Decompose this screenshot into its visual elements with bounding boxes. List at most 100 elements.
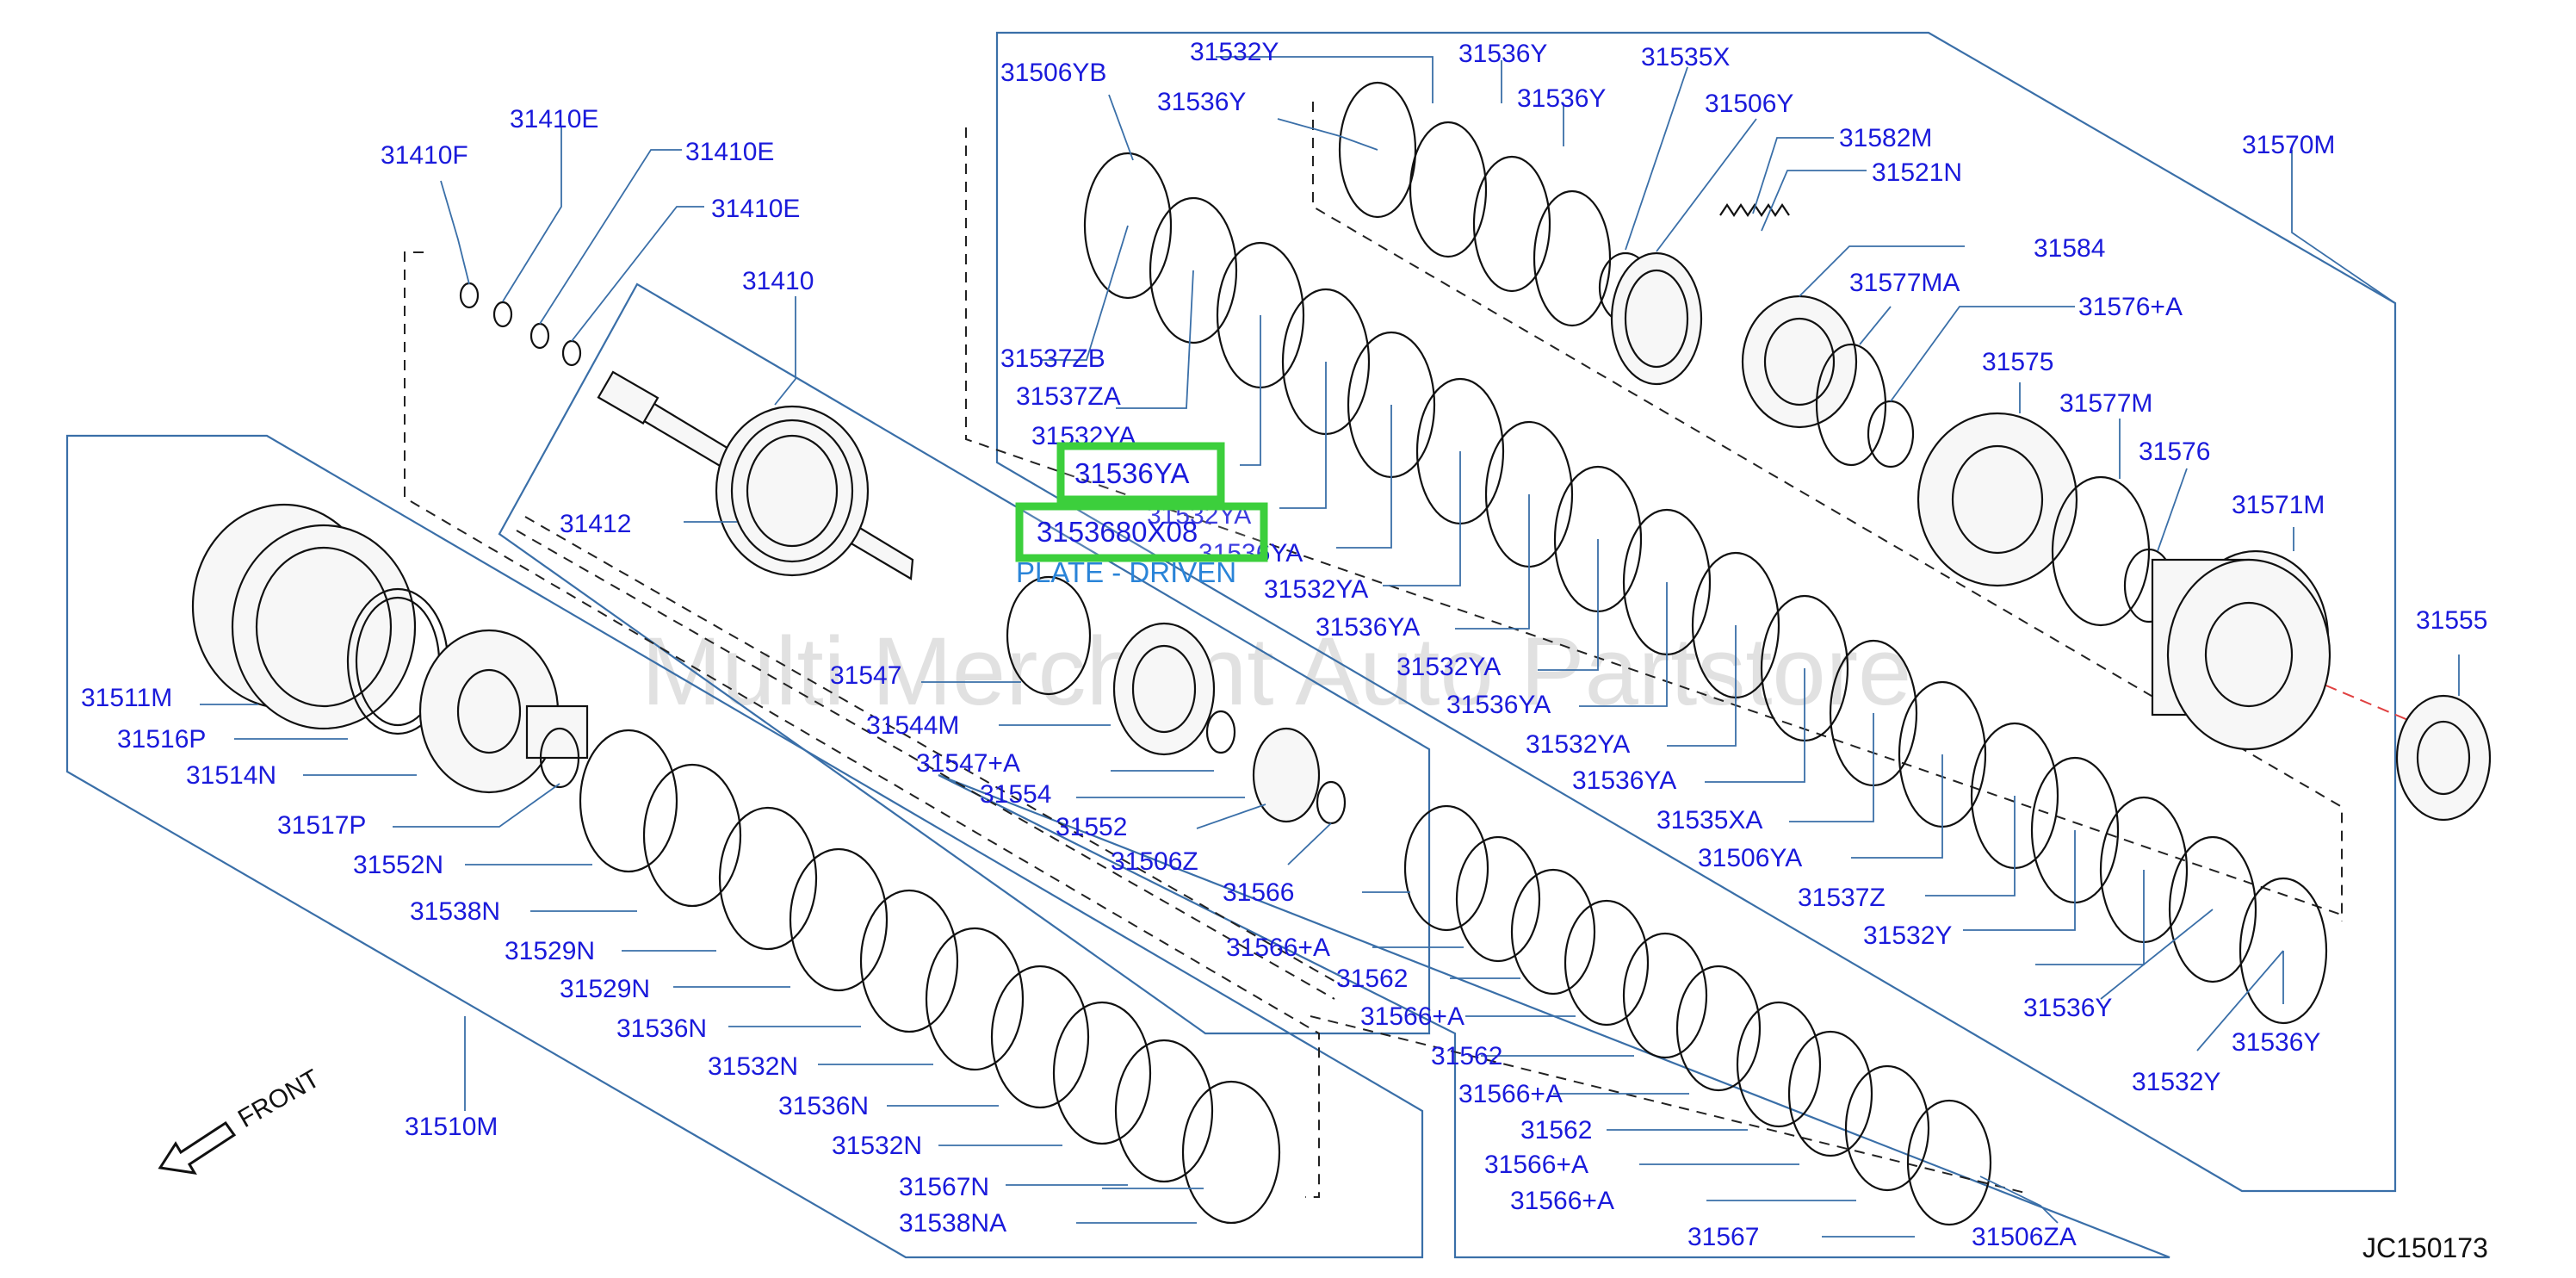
part-label-31506y[interactable]: 31506Y: [1705, 90, 1793, 118]
part-label-31537zb[interactable]: 31537ZB: [1000, 344, 1105, 373]
part-label-31571m[interactable]: 31571M: [2232, 491, 2325, 519]
highlighted-part-label[interactable]: 31536YA: [1074, 457, 1189, 489]
part-label-31566a[interactable]: 31566+A: [1360, 1002, 1464, 1031]
assembly-line-31536y: [1312, 102, 2343, 921]
clutch-pack-31536y-upper: [1338, 81, 1653, 327]
part-label-31516p[interactable]: 31516P: [117, 725, 206, 754]
part-label-31536y[interactable]: 31536Y: [1458, 40, 1547, 68]
part-label-31566[interactable]: 31566: [1223, 878, 1294, 907]
part-label-31554[interactable]: 31554: [980, 780, 1051, 809]
part-label-31410f[interactable]: 31410F: [381, 141, 468, 170]
assembly-line-31410: [404, 251, 1320, 1198]
part-label-31511m[interactable]: 31511M: [81, 684, 172, 712]
part-label-31532y[interactable]: 31532Y: [1863, 921, 1952, 950]
part-label-31577m[interactable]: 31577M: [2059, 389, 2152, 418]
highlight-box-part-number[interactable]: [1015, 502, 1268, 562]
assembly-line-31566: [1310, 1015, 2029, 1194]
part-label-31566a[interactable]: 31566+A: [1458, 1080, 1563, 1108]
part-label-31536y[interactable]: 31536Y: [2232, 1028, 2320, 1057]
part-labels: 31410F 31410E 31410E 31410E 31410 31412 …: [81, 38, 2487, 1251]
part-label-31412[interactable]: 31412: [560, 510, 631, 538]
part-label-31529n[interactable]: 31529N: [505, 937, 595, 965]
part-label-31547a[interactable]: 31547+A: [916, 749, 1020, 778]
part-label-31582m[interactable]: 31582M: [1839, 124, 1932, 152]
watermark: Multi Merchant Auto Partstore: [641, 617, 1911, 725]
part-label-31535x[interactable]: 31535X: [1641, 43, 1730, 71]
part-label-31544m[interactable]: 31544M: [866, 711, 959, 740]
part-label-31410e[interactable]: 31410E: [685, 138, 774, 166]
part-label-31576[interactable]: 31576: [2139, 437, 2210, 466]
clutch-drum-31571m: [2151, 549, 2331, 751]
part-label-31536y[interactable]: 31536Y: [1157, 88, 1246, 116]
front-label: FRONT: [233, 1064, 325, 1133]
part-label-31532ya[interactable]: 31532YA: [1264, 575, 1368, 604]
part-label-31532ya[interactable]: 31532YA: [1526, 730, 1630, 759]
part-label-31532n[interactable]: 31532N: [708, 1052, 798, 1081]
part-label-31536n[interactable]: 31536N: [778, 1092, 869, 1120]
part-label-31562[interactable]: 31562: [1431, 1042, 1502, 1070]
part-label-31532n[interactable]: 31532N: [832, 1132, 922, 1160]
part-label-31506ya[interactable]: 31506YA: [1698, 844, 1802, 872]
part-label-31562[interactable]: 31562: [1520, 1116, 1592, 1145]
o-ring-parts: [459, 282, 582, 367]
part-description: PLATE - DRIVEN: [1016, 556, 1236, 588]
piston-31582m-spring-31521n: [1610, 203, 1790, 386]
assembly-line-31570m: [965, 127, 2344, 916]
part-label-31506yb[interactable]: 31506YB: [1000, 59, 1106, 87]
part-label-31517p[interactable]: 31517P: [277, 811, 366, 840]
part-label-31532y[interactable]: 31532Y: [1190, 38, 1279, 66]
part-label-31536ya[interactable]: 31536YA: [1446, 691, 1551, 719]
part-label-31575[interactable]: 31575: [1982, 348, 2053, 376]
part-label-31506za[interactable]: 31506ZA: [1972, 1223, 2077, 1251]
part-label-31529n[interactable]: 31529N: [560, 975, 650, 1003]
part-label-31570m[interactable]: 31570M: [2242, 131, 2335, 159]
highlight-box-part-label[interactable]: [1056, 442, 1225, 504]
part-label-31552n[interactable]: 31552N: [353, 851, 443, 879]
part-label-31577ma[interactable]: 31577MA: [1849, 269, 1960, 297]
part-label-31547[interactable]: 31547: [830, 661, 901, 690]
group-outline-31510m: [65, 434, 1424, 1259]
part-label-31576a[interactable]: 31576+A: [2078, 293, 2183, 321]
part-label-31536ya[interactable]: 31536YA: [1316, 613, 1420, 642]
part-label-31536ya[interactable]: 31536YA: [1572, 766, 1676, 795]
group-outline-31410: [498, 282, 1431, 1035]
part-label-31538n[interactable]: 31538N: [410, 897, 500, 926]
part-label-31567[interactable]: 31567: [1687, 1223, 1759, 1251]
part-label-31410e[interactable]: 31410E: [510, 105, 598, 133]
part-label-31410[interactable]: 31410: [742, 267, 814, 295]
clutch-hub-parts-31575: [1741, 295, 2175, 627]
part-label-31521n[interactable]: 31521N: [1872, 158, 1962, 187]
part-label-31536n[interactable]: 31536N: [616, 1014, 707, 1043]
part-label-31536y[interactable]: 31536Y: [2023, 994, 2112, 1022]
selected-part-highlight[interactable]: 31536YA 3153680X08 PLATE - DRIVEN: [1015, 442, 1268, 588]
part-label-31538na[interactable]: 31538NA: [899, 1209, 1006, 1238]
assembly-line-shaft-a: [524, 516, 1344, 987]
part-label-31566a[interactable]: 31566+A: [1484, 1151, 1588, 1179]
part-label-31535xa[interactable]: 31535XA: [1656, 806, 1762, 834]
part-label-31514n[interactable]: 31514N: [186, 761, 276, 790]
part-label-31506z[interactable]: 31506Z: [1111, 847, 1198, 876]
part-label-31566a[interactable]: 31566+A: [1226, 934, 1330, 962]
center-parts-31544m: [1006, 575, 1347, 825]
part-label-31555[interactable]: 31555: [2416, 606, 2487, 635]
clutch-pack-31566: [1403, 804, 1992, 1226]
part-label-31536y[interactable]: 31536Y: [1517, 84, 1606, 113]
part-label-31532ya[interactable]: 31532YA: [1396, 653, 1501, 681]
part-label-31537za[interactable]: 31537ZA: [1016, 382, 1121, 411]
part-label-31410e[interactable]: 31410E: [711, 195, 800, 223]
clutch-pack-31510m: [579, 729, 1281, 1225]
part-label-31566a[interactable]: 31566+A: [1510, 1187, 1614, 1215]
part-label-31536ya[interactable]: 31536YA: [1198, 539, 1303, 568]
part-label-31584[interactable]: 31584: [2034, 234, 2105, 263]
part-label-31567n[interactable]: 31567N: [899, 1173, 989, 1201]
diagram-code: JC150173: [2362, 1232, 2488, 1263]
part-label-31532y[interactable]: 31532Y: [2132, 1068, 2220, 1096]
part-label-31562[interactable]: 31562: [1336, 965, 1408, 993]
part-label-31537z[interactable]: 31537Z: [1798, 884, 1886, 912]
part-label-31552[interactable]: 31552: [1056, 813, 1127, 841]
assembly-line-shaft-b: [516, 530, 1335, 1000]
highlighted-part-number[interactable]: 3153680X08: [1037, 516, 1198, 548]
part-label-31510m[interactable]: 31510M: [405, 1113, 498, 1141]
front-arrow: FRONT: [158, 1064, 325, 1175]
